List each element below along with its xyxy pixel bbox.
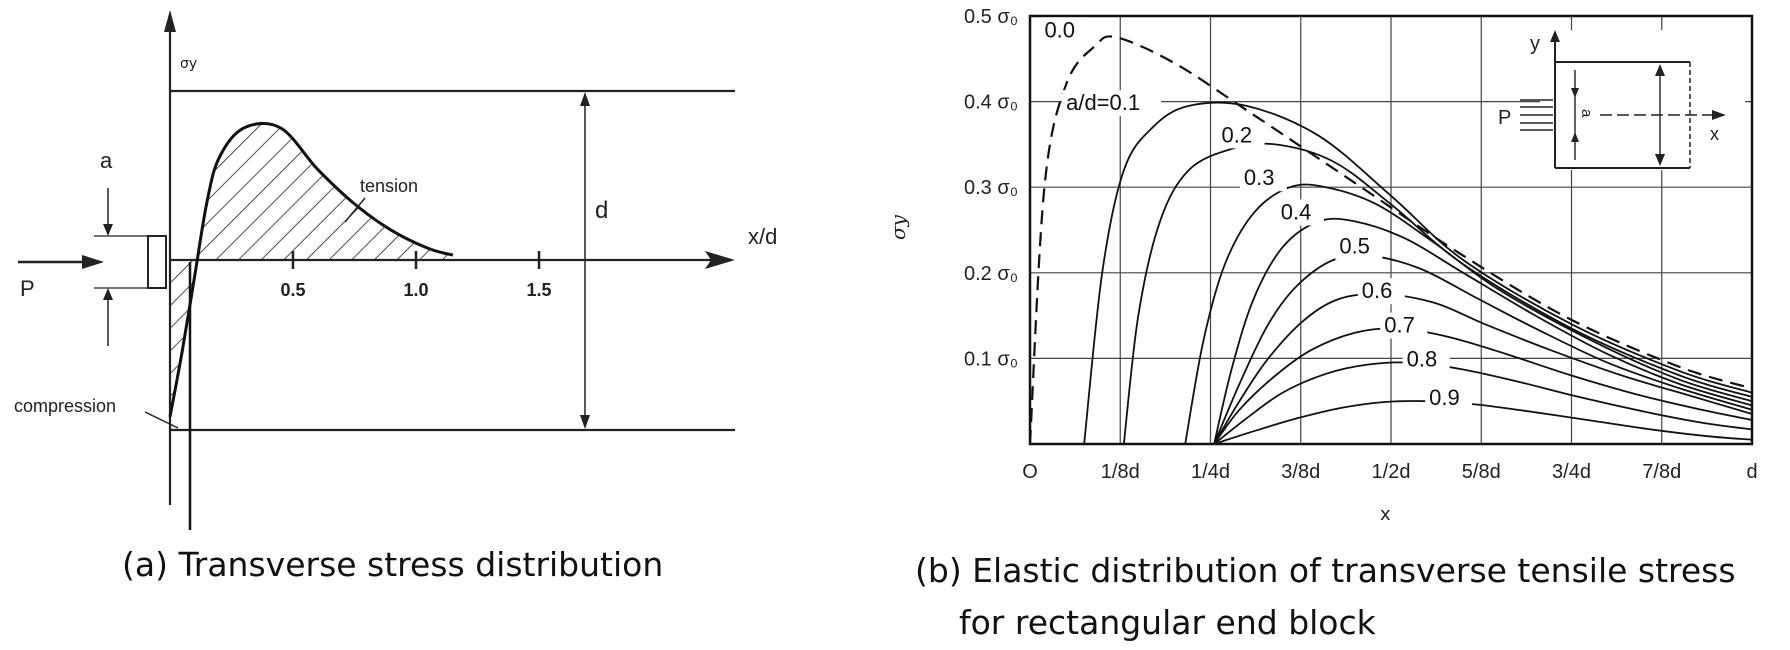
series-label-bg: [1402, 346, 1450, 373]
x-tick-label: 1.0: [403, 280, 428, 300]
y-tick-label: 0.3 σ₀: [964, 177, 1018, 199]
series-label-bg: [1380, 312, 1428, 339]
inset-a-top-head: [1571, 88, 1579, 98]
caption-b: (b) Elastic distribution of transverse t…: [915, 545, 1736, 649]
x-tick-label: 3/8d: [1281, 461, 1320, 483]
x-tick-label: 3/4d: [1552, 461, 1591, 483]
inset-load-label: P: [1498, 107, 1511, 129]
inset-diagram: y x P a: [1498, 30, 1745, 170]
series-label: 0.0: [1044, 17, 1075, 42]
dim-a-top-arrowhead: [103, 224, 113, 236]
series-line: [1213, 327, 1753, 445]
series-label: a/d=0.1: [1066, 90, 1140, 115]
series-label-bg: [1357, 278, 1405, 305]
tension-leader: [344, 197, 366, 223]
x-tick-label: O: [1022, 461, 1038, 483]
x-tick-label: 1.5: [526, 280, 551, 300]
series-line: [1122, 142, 1753, 445]
series-label-bg: [1335, 233, 1383, 260]
series-line: [1184, 183, 1753, 445]
series-label: 0.2: [1221, 122, 1252, 147]
series-label: 0.5: [1339, 234, 1370, 259]
caption-b-line-2: for rectangular end block: [959, 603, 1376, 642]
inset-a-bottom-head: [1571, 132, 1579, 142]
series-label-bg: [1040, 17, 1088, 44]
dim-d-bottom-arrowhead: [580, 415, 590, 429]
tension-label: tension: [360, 176, 418, 196]
inset-x-label: x: [1710, 124, 1719, 144]
bearing-plate: [147, 235, 167, 289]
series-label: 0.8: [1407, 347, 1438, 372]
compression-label: compression: [14, 396, 116, 416]
series-label-bg: [1425, 385, 1473, 412]
y-tick-label: 0.2 σ₀: [964, 263, 1018, 285]
series-line: [1083, 101, 1753, 445]
x-tick-label: 1/2d: [1372, 461, 1411, 483]
inset-a-label: a: [1578, 109, 1595, 118]
series-label: 0.3: [1244, 165, 1275, 190]
series-line: [1213, 400, 1753, 445]
inset-d-top-head: [1655, 64, 1665, 76]
inset-d-bottom-head: [1655, 154, 1665, 166]
series-label: 0.6: [1362, 278, 1393, 303]
series-label-bg: [1217, 122, 1265, 149]
x-tick-label: 5/8d: [1462, 461, 1501, 483]
series-label: 0.9: [1429, 385, 1460, 410]
sigma-y-axis-arrow: [164, 10, 176, 32]
inset-y-label: y: [1530, 33, 1540, 55]
series-line: [1213, 293, 1753, 445]
inset-background: [1540, 30, 1745, 170]
stress-curve: [168, 122, 454, 418]
x-tick-label: 7/8d: [1642, 461, 1681, 483]
x-over-d-axis-label: x/d: [748, 224, 777, 249]
panel-b-elastic-distribution: 0.1 σ₀ 0.2 σ₀ 0.3 σ₀ 0.4 σ₀ 0.5 σ₀ O 1/8d 1/4d…: [886, 6, 1758, 525]
sigma-y-axis-label: σy: [180, 56, 197, 72]
dim-a-bottom-arrowhead: [103, 288, 113, 300]
caption-a: (a) Transverse stress distribution: [122, 545, 663, 584]
dim-d-label: d: [595, 197, 608, 224]
series-line: [1213, 217, 1753, 445]
caption-a-text: (a) Transverse stress distribution: [122, 545, 664, 584]
caption-b-line-1: (b) Elastic distribution of transverse t…: [915, 551, 1736, 590]
series-line: [1213, 254, 1753, 445]
x-tick-label: 1/4d: [1191, 461, 1230, 483]
series-label-bg: [1276, 199, 1324, 226]
panel-a-transverse-stress: σy x/d 0.5 1.0 1.5 tension compression P a: [14, 10, 777, 530]
inset-y-arrow: [1550, 30, 1560, 42]
dim-a-label: a: [100, 148, 113, 173]
inset-load-arrows: [1520, 99, 1553, 131]
x-tick-label: 0.5: [280, 280, 305, 300]
dim-d-top-arrowhead: [580, 92, 590, 106]
series-label: 0.4: [1281, 199, 1312, 224]
series-label-bg: [1062, 90, 1162, 117]
y-tick-label: 0.5 σ₀: [964, 6, 1018, 28]
plot-frame: [1028, 14, 1754, 446]
y-tick-label: 0.1 σ₀: [964, 348, 1018, 370]
y-tick-label: 0.4 σ₀: [964, 92, 1018, 114]
load-arrow-head: [82, 255, 104, 269]
series-label-bg: [1239, 165, 1287, 192]
y-axis-label: σy: [886, 214, 910, 240]
x-tick-label: d: [1746, 461, 1757, 483]
x-over-d-axis-arrow: [705, 251, 735, 269]
load-label: P: [20, 276, 35, 301]
series-label: 0.7: [1384, 312, 1415, 337]
series-line: [1028, 35, 1753, 445]
x-tick-label: 1/8d: [1101, 461, 1140, 483]
x-axis-label: x: [1380, 504, 1391, 525]
tension-region: [197, 123, 453, 260]
inset-x-arrow: [1712, 110, 1726, 120]
compression-leader: [144, 411, 179, 429]
